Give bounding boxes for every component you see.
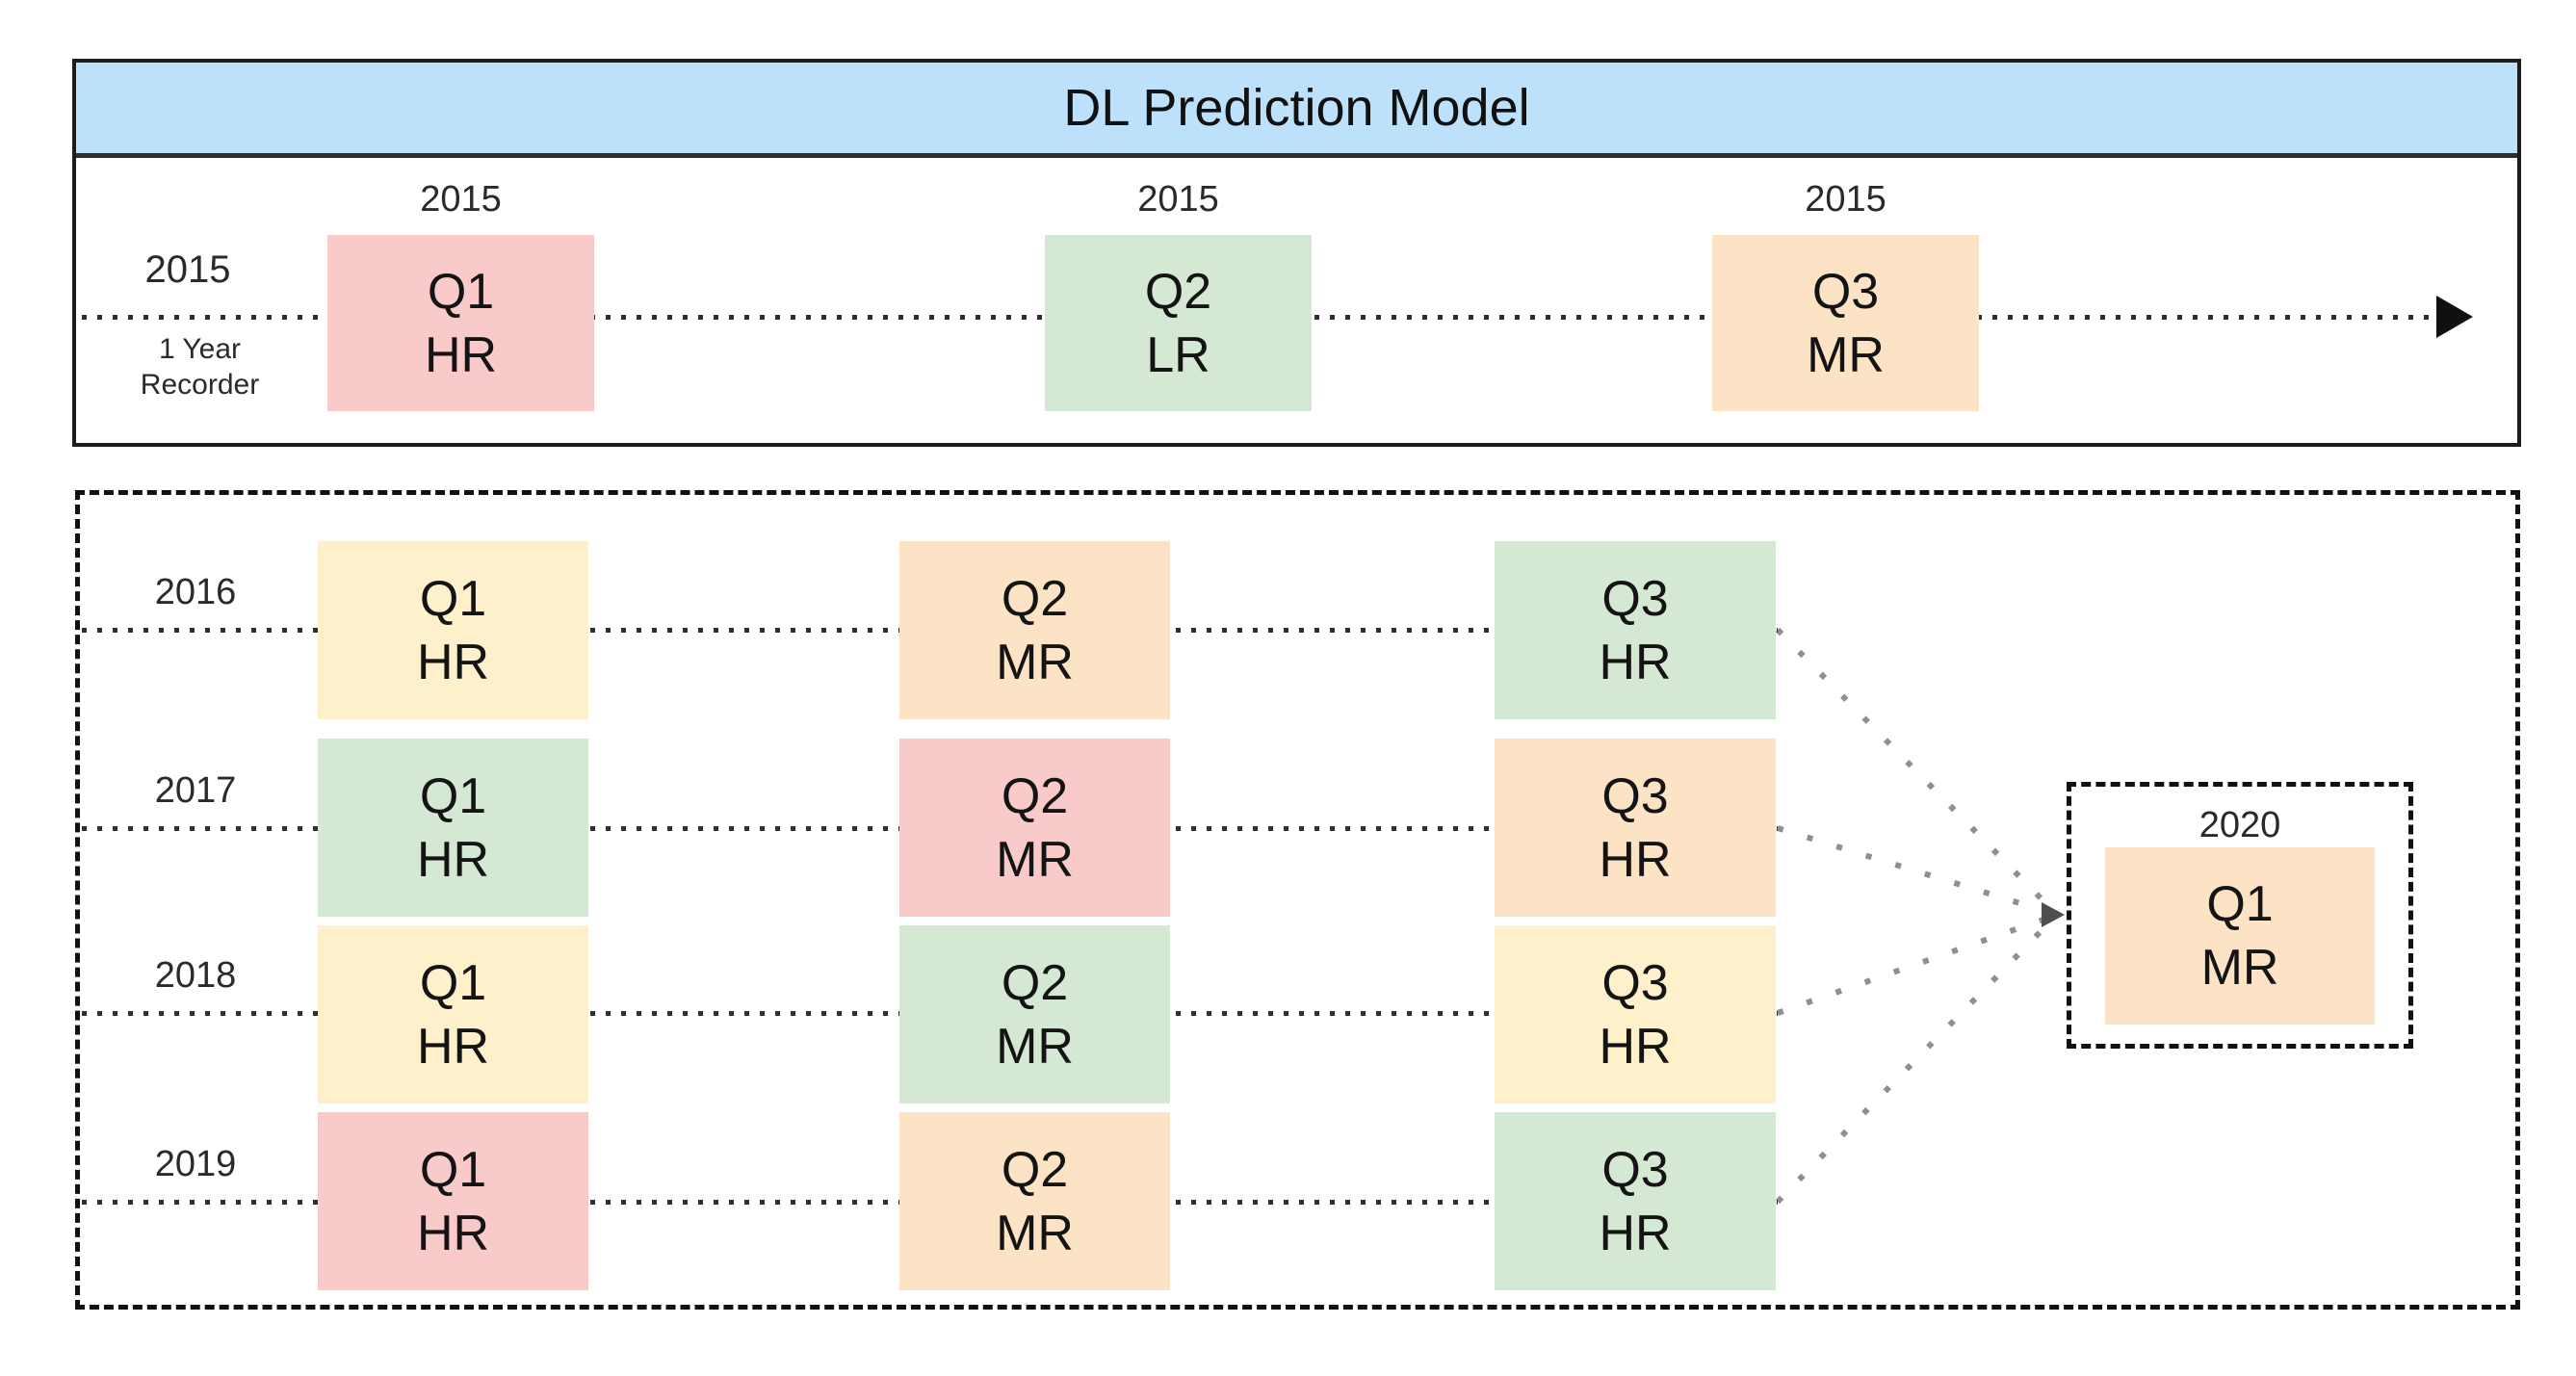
quarter-box-2018-q1: Q1 HR bbox=[318, 925, 588, 1103]
quarter-label: Q1 bbox=[419, 767, 487, 824]
quarter-box-2019-q1: Q1 HR bbox=[318, 1112, 588, 1290]
risk-code-label: HR bbox=[424, 326, 498, 383]
quarter-label: Q2 bbox=[1001, 1141, 1069, 1198]
prediction-frame bbox=[2067, 782, 2413, 1049]
recorder-caption-line2: Recorder bbox=[140, 369, 260, 401]
risk-code-label: MR bbox=[996, 1018, 1074, 1075]
quarter-label: Q1 bbox=[419, 570, 487, 627]
risk-code-label: MR bbox=[2200, 940, 2279, 996]
convergence-arrowhead-icon bbox=[2042, 902, 2065, 927]
risk-code-label: HR bbox=[416, 1018, 490, 1075]
history-panel bbox=[75, 490, 2520, 1310]
quarter-box-2015-q1: Q1 HR bbox=[327, 235, 594, 411]
year-label-2015-q2: 2015 bbox=[1137, 179, 1219, 220]
row-year-2016: 2016 bbox=[154, 572, 237, 612]
quarter-label: Q1 bbox=[419, 954, 487, 1011]
risk-code-label: LR bbox=[1146, 326, 1210, 383]
quarter-box-2019-q2: Q2 MR bbox=[899, 1112, 1170, 1290]
panel-title: DL Prediction Model bbox=[1063, 79, 1530, 137]
quarter-label: Q1 bbox=[2206, 876, 2274, 932]
quarter-box-2018-q2: Q2 MR bbox=[899, 925, 1170, 1103]
quarter-box-2015-q2: Q2 LR bbox=[1045, 235, 1312, 411]
recorder-year-label: 2015 bbox=[144, 248, 231, 291]
risk-code-label: HR bbox=[1599, 1018, 1672, 1075]
risk-code-label: HR bbox=[1599, 634, 1672, 690]
quarter-label: Q3 bbox=[1601, 767, 1669, 824]
quarter-label: Q3 bbox=[1601, 1141, 1669, 1198]
risk-code-label: MR bbox=[996, 1205, 1074, 1261]
risk-code-label: MR bbox=[996, 634, 1074, 690]
recorder-caption: 1 Year Recorder bbox=[96, 331, 303, 402]
recorder-caption-line1: 1 Year bbox=[158, 333, 242, 365]
quarter-box-2016-q2: Q2 MR bbox=[899, 541, 1170, 719]
year-label-2015-q1: 2015 bbox=[420, 179, 502, 220]
risk-code-label: HR bbox=[1599, 1205, 1672, 1261]
quarter-label: Q2 bbox=[1001, 767, 1069, 824]
year-label-2015-q3: 2015 bbox=[1805, 179, 1886, 220]
quarter-box-2017-q3: Q3 HR bbox=[1495, 739, 1776, 917]
timeline-arrowhead-icon bbox=[2436, 296, 2473, 338]
row-year-2019: 2019 bbox=[154, 1144, 237, 1184]
quarter-box-2015-q3: Q3 MR bbox=[1712, 235, 1979, 411]
quarter-box-2016-q3: Q3 HR bbox=[1495, 541, 1776, 719]
risk-code-label: HR bbox=[1599, 831, 1672, 888]
risk-code-label: HR bbox=[416, 634, 490, 690]
quarter-box-2020-q1: Q1 MR bbox=[2105, 847, 2375, 1025]
quarter-box-2019-q3: Q3 HR bbox=[1495, 1112, 1776, 1290]
quarter-label: Q3 bbox=[1811, 263, 1880, 320]
panel-title-bar: DL Prediction Model bbox=[76, 63, 2517, 158]
prediction-year-label: 2020 bbox=[2199, 805, 2281, 845]
quarter-label: Q3 bbox=[1601, 570, 1669, 627]
quarter-box-2016-q1: Q1 HR bbox=[318, 541, 588, 719]
quarter-box-2017-q1: Q1 HR bbox=[318, 739, 588, 917]
quarter-label: Q2 bbox=[1001, 954, 1069, 1011]
quarter-box-2017-q2: Q2 MR bbox=[899, 739, 1170, 917]
risk-code-label: MR bbox=[1807, 326, 1885, 383]
risk-code-label: HR bbox=[416, 1205, 490, 1261]
risk-code-label: HR bbox=[416, 831, 490, 888]
row-year-2018: 2018 bbox=[154, 955, 237, 996]
quarter-label: Q2 bbox=[1144, 263, 1212, 320]
quarter-label: Q1 bbox=[419, 1141, 487, 1198]
quarter-label: Q3 bbox=[1601, 954, 1669, 1011]
risk-code-label: MR bbox=[996, 831, 1074, 888]
row-year-2017: 2017 bbox=[154, 770, 237, 811]
quarter-label: Q1 bbox=[427, 263, 495, 320]
quarter-label: Q2 bbox=[1001, 570, 1069, 627]
quarter-box-2018-q3: Q3 HR bbox=[1495, 925, 1776, 1103]
